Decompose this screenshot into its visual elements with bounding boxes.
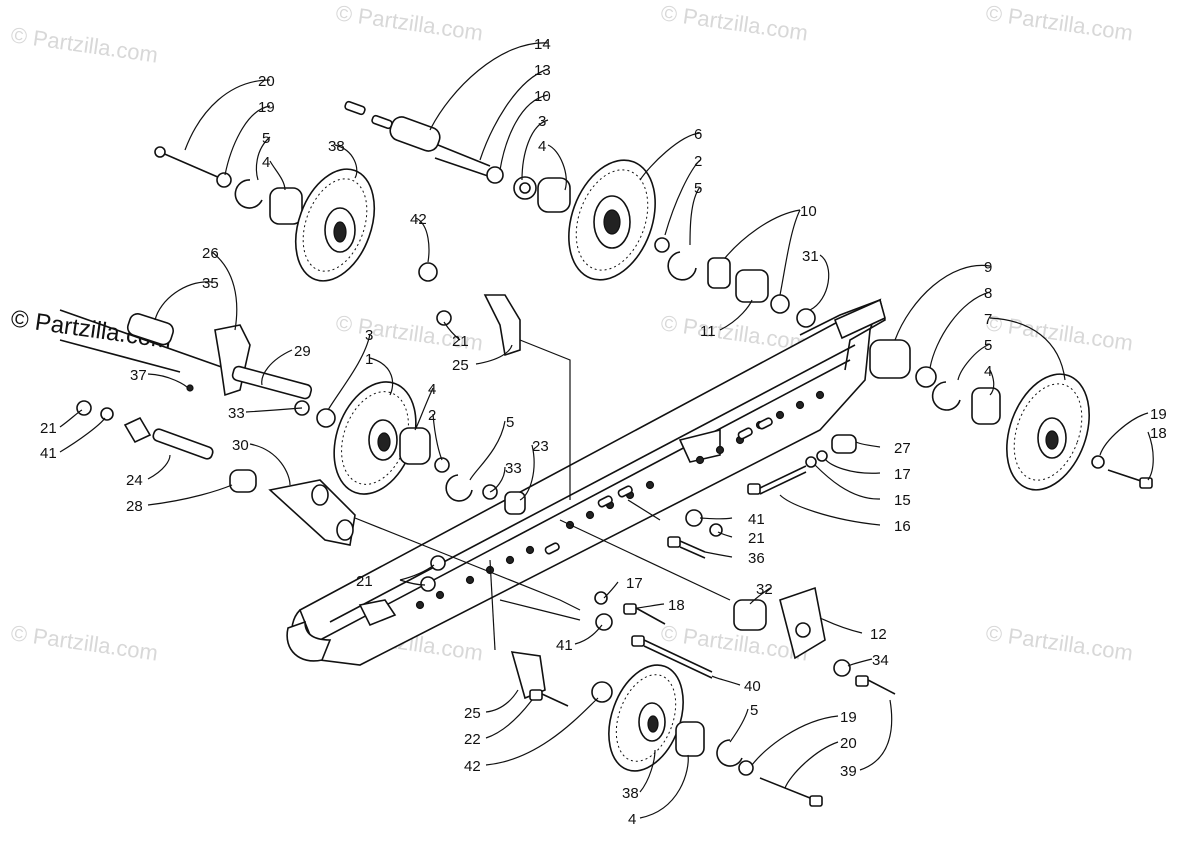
idler-wheel-1 bbox=[294, 381, 526, 515]
callout-2: 2 bbox=[428, 407, 436, 424]
callout-18: 18 bbox=[668, 597, 685, 614]
callout-42: 42 bbox=[410, 211, 427, 228]
callout-39: 39 bbox=[840, 763, 857, 780]
center-fasteners bbox=[420, 509, 723, 631]
idler-wheel-6 bbox=[568, 159, 697, 281]
rear-axle-parts bbox=[76, 400, 356, 546]
callout-2: 2 bbox=[694, 153, 702, 170]
callout-5: 5 bbox=[750, 702, 758, 719]
assembly-lines bbox=[354, 339, 731, 651]
callout-37: 37 bbox=[130, 367, 147, 384]
callout-28: 28 bbox=[126, 498, 143, 515]
callout-38: 38 bbox=[328, 138, 345, 155]
bracket-25-upper bbox=[436, 294, 521, 357]
callout-4: 4 bbox=[984, 363, 992, 380]
watermark: © Partzilla.com bbox=[984, 620, 1134, 665]
callout-10: 10 bbox=[800, 203, 817, 220]
callout-4: 4 bbox=[628, 811, 636, 828]
callout-1: 1 bbox=[365, 351, 373, 368]
callout-25: 25 bbox=[452, 357, 469, 374]
callout-10: 10 bbox=[534, 88, 551, 105]
callout-20: 20 bbox=[258, 73, 275, 90]
callout-13: 13 bbox=[534, 62, 551, 79]
callout-26: 26 bbox=[202, 245, 219, 262]
callout-20: 20 bbox=[840, 735, 857, 752]
callout-36: 36 bbox=[748, 550, 765, 567]
idler-wheel-38 bbox=[154, 146, 438, 282]
front-bracket bbox=[631, 586, 896, 695]
callout-32: 32 bbox=[756, 581, 773, 598]
bearing-set-10 bbox=[707, 257, 816, 328]
idler-wheel-38-lower bbox=[510, 651, 823, 807]
watermarks: © Partzilla.com © Partzilla.com © Partzi… bbox=[9, 0, 1134, 665]
callout-3: 3 bbox=[365, 327, 373, 344]
watermark: © Partzilla.com bbox=[334, 0, 484, 45]
callout-6: 6 bbox=[694, 126, 702, 143]
callout-15: 15 bbox=[894, 492, 911, 509]
callout-5: 5 bbox=[984, 337, 992, 354]
callout-23: 23 bbox=[532, 438, 549, 455]
callout-29: 29 bbox=[294, 343, 311, 360]
callout-12: 12 bbox=[870, 626, 887, 643]
leader-lines bbox=[59, 42, 1154, 819]
upper-shaft bbox=[344, 100, 571, 213]
callout-19: 19 bbox=[1150, 406, 1167, 423]
callout-25: 25 bbox=[464, 705, 481, 722]
callout-41: 41 bbox=[556, 637, 573, 654]
callout-18: 18 bbox=[1150, 425, 1167, 442]
callout-27: 27 bbox=[894, 440, 911, 457]
callout-3: 3 bbox=[538, 113, 546, 130]
watermark: © Partzilla.com bbox=[984, 310, 1134, 355]
callout-22: 22 bbox=[464, 731, 481, 748]
callout-4: 4 bbox=[538, 138, 546, 155]
callout-14: 14 bbox=[534, 36, 551, 53]
watermark: © Partzilla.com bbox=[659, 0, 809, 45]
callout-21: 21 bbox=[40, 420, 57, 437]
callout-34: 34 bbox=[872, 652, 889, 669]
callout-labels: 14 13 10 3 4 6 2 5 20 19 5 4 38 42 10 31… bbox=[40, 36, 1167, 828]
callout-8: 8 bbox=[984, 285, 992, 302]
callout-17: 17 bbox=[626, 575, 643, 592]
callout-4: 4 bbox=[262, 154, 270, 171]
callout-5: 5 bbox=[506, 414, 514, 431]
callout-16: 16 bbox=[894, 518, 911, 535]
watermark: © Partzilla.com bbox=[9, 620, 159, 665]
watermark: © Partzilla.com bbox=[984, 0, 1134, 45]
callout-5: 5 bbox=[262, 130, 270, 147]
callout-33: 33 bbox=[505, 460, 522, 477]
callout-19: 19 bbox=[840, 709, 857, 726]
callout-40: 40 bbox=[744, 678, 761, 695]
callout-7: 7 bbox=[984, 311, 992, 328]
watermark: © Partzilla.com bbox=[9, 22, 159, 67]
callout-31: 31 bbox=[802, 248, 819, 265]
callout-30: 30 bbox=[232, 437, 249, 454]
callout-11: 11 bbox=[700, 323, 716, 340]
slide-rail bbox=[286, 298, 886, 666]
callout-9: 9 bbox=[984, 259, 992, 276]
callout-4: 4 bbox=[428, 381, 436, 398]
callout-5: 5 bbox=[694, 180, 702, 197]
callout-33: 33 bbox=[228, 405, 245, 422]
callout-24: 24 bbox=[126, 472, 143, 489]
callout-21: 21 bbox=[452, 333, 469, 350]
pivot-arm bbox=[59, 309, 313, 400]
callout-41: 41 bbox=[40, 445, 57, 462]
callout-42: 42 bbox=[464, 758, 481, 775]
callout-19: 19 bbox=[258, 99, 275, 116]
callout-35: 35 bbox=[202, 275, 219, 292]
callout-21: 21 bbox=[748, 530, 765, 547]
callout-21: 21 bbox=[356, 573, 373, 590]
bolt-16-group bbox=[747, 434, 857, 495]
idler-wheel-7 bbox=[869, 339, 1153, 491]
callout-41: 41 bbox=[748, 511, 765, 528]
callout-17: 17 bbox=[894, 466, 911, 483]
callout-38: 38 bbox=[622, 785, 639, 802]
